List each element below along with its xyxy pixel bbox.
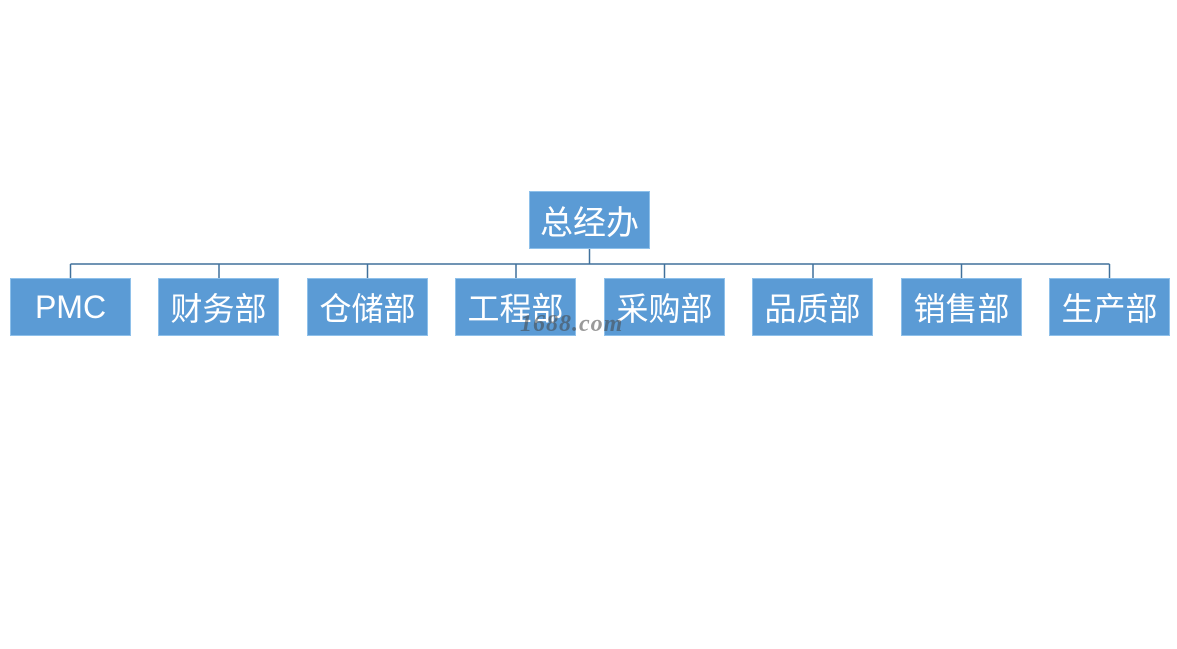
node-finance: 财务部 (158, 278, 279, 336)
node-sales: 销售部 (901, 278, 1022, 336)
node-label: 采购部 (616, 290, 713, 328)
node-warehouse: 仓储部 (307, 278, 428, 336)
node-label: 销售部 (913, 290, 1010, 328)
node-label: 总经办 (540, 203, 639, 242)
node-label: PMC (34, 288, 107, 325)
node-label: 品质部 (764, 290, 861, 328)
node-general-office: 总经办 (529, 191, 650, 249)
node-purchasing: 采购部 (604, 278, 725, 336)
node-pmc: PMC (10, 278, 131, 336)
node-label: 工程部 (467, 290, 564, 328)
node-engineering: 工程部 (455, 278, 576, 336)
node-label: 仓储部 (319, 290, 416, 328)
node-label: 生产部 (1061, 290, 1158, 328)
node-label: 财务部 (170, 290, 267, 328)
node-production: 生产部 (1049, 278, 1170, 336)
node-quality: 品质部 (752, 278, 873, 336)
